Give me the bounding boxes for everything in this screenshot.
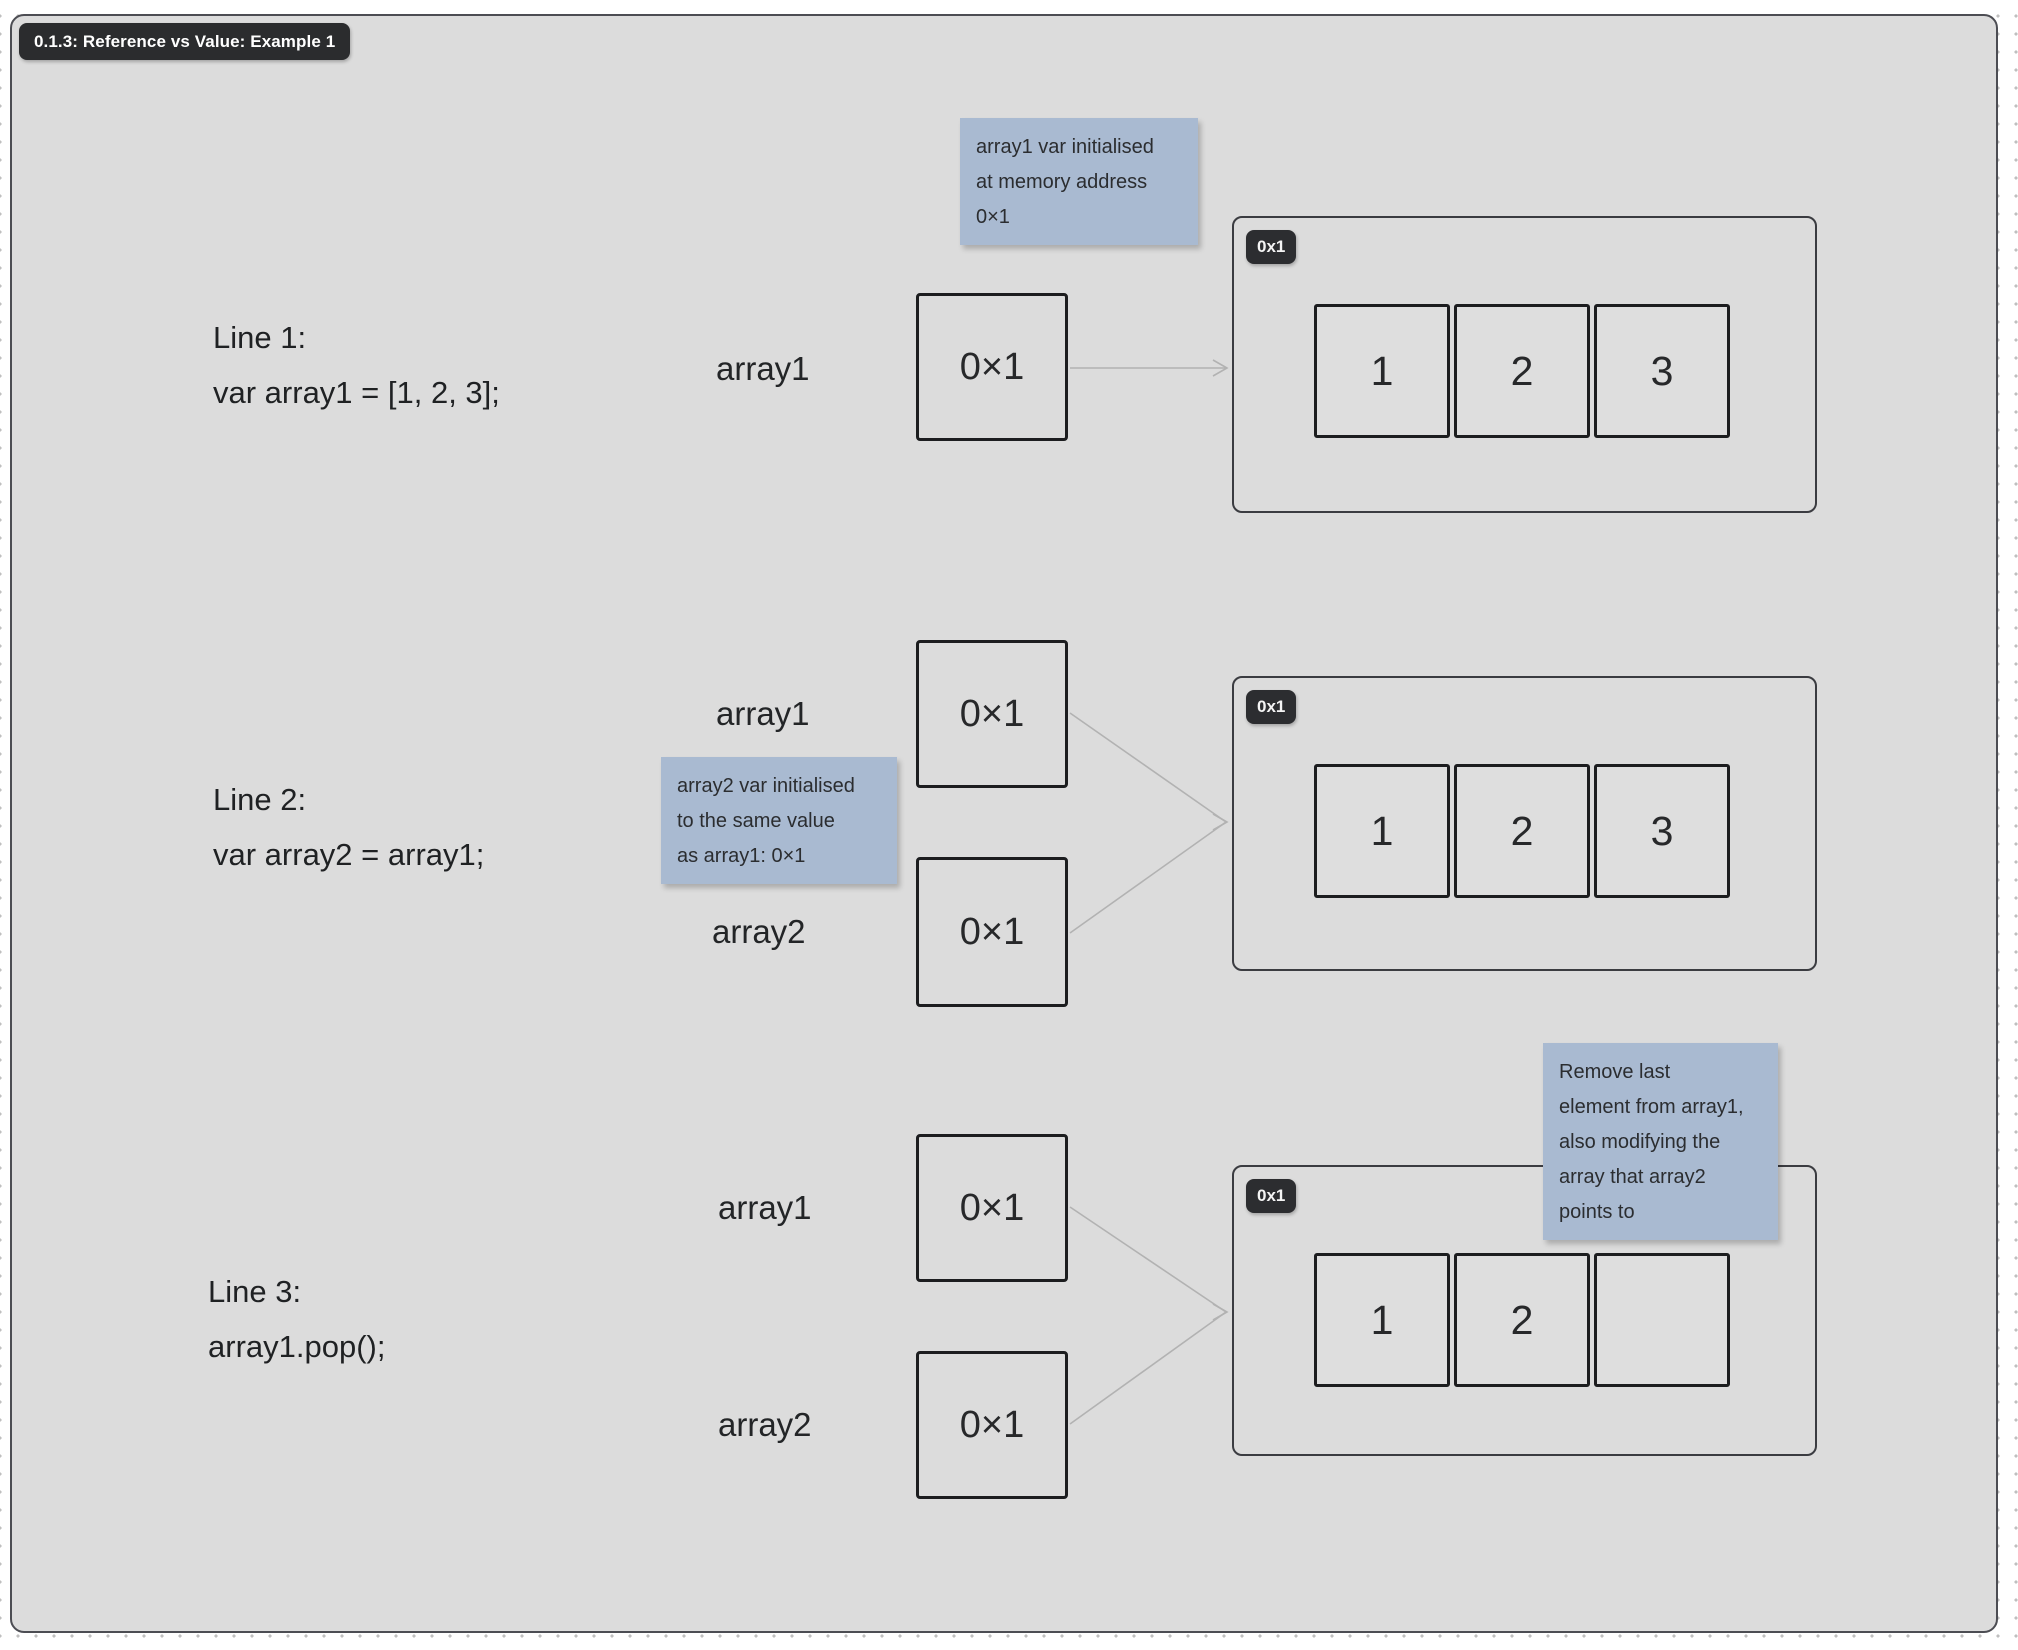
- note-line: points to: [1559, 1201, 1635, 1223]
- pointer-box-array1[interactable]: 0×1: [916, 640, 1068, 788]
- note-line: array1 var initialised: [976, 136, 1154, 158]
- array-cell[interactable]: 3: [1594, 764, 1730, 898]
- pointer-value: 0×1: [959, 1186, 1025, 1229]
- cell-value: 3: [1650, 807, 1674, 854]
- annotation-note[interactable]: Remove last element from array1, also mo…: [1543, 1043, 1778, 1240]
- pointer-value: 0×1: [959, 345, 1025, 388]
- code-line[interactable]: var array2 = array1;: [213, 837, 485, 872]
- code-line[interactable]: var array1 = [1, 2, 3];: [213, 375, 500, 410]
- pointer-value: 0×1: [959, 1403, 1025, 1446]
- cell-value: 1: [1370, 807, 1394, 854]
- array-cells: 1 2 3: [1314, 304, 1730, 438]
- pointer-value: 0×1: [959, 692, 1025, 735]
- note-line: element from array1,: [1559, 1096, 1744, 1118]
- note-line: 0×1: [976, 206, 1010, 228]
- array-cells: 1 2 3: [1314, 764, 1730, 898]
- array-cell[interactable]: [1594, 1253, 1730, 1387]
- pointer-box-array2[interactable]: 0×1: [916, 857, 1068, 1007]
- memory-address-badge: 0x1: [1246, 1179, 1297, 1213]
- variable-label-array1[interactable]: array1: [718, 1189, 812, 1226]
- code-line-label[interactable]: Line 3:: [208, 1274, 302, 1309]
- code-line-label[interactable]: Line 2:: [213, 782, 307, 817]
- cell-value: 1: [1370, 1296, 1394, 1343]
- pointer-value: 0×1: [959, 910, 1025, 953]
- memory-container[interactable]: 0x1 1 2 3: [1232, 216, 1817, 513]
- array-cell[interactable]: 3: [1594, 304, 1730, 438]
- pointer-box-array1[interactable]: 0×1: [916, 293, 1068, 441]
- cell-value: 3: [1650, 347, 1674, 394]
- annotation-note[interactable]: array2 var initialised to the same value…: [661, 757, 897, 884]
- array-cell[interactable]: 2: [1454, 304, 1590, 438]
- array-cells: 1 2: [1314, 1253, 1730, 1387]
- note-line: also modifying the: [1559, 1131, 1721, 1153]
- variable-label-array2[interactable]: array2: [712, 913, 806, 950]
- note-line: array2 var initialised: [677, 775, 855, 797]
- variable-label-array1[interactable]: array1: [716, 350, 810, 387]
- note-line: at memory address: [976, 171, 1148, 193]
- variable-label-array1[interactable]: array1: [716, 695, 810, 732]
- memory-address-badge: 0x1: [1246, 230, 1297, 264]
- array-cell[interactable]: 2: [1454, 764, 1590, 898]
- array-cell[interactable]: 1: [1314, 304, 1450, 438]
- array-cell[interactable]: 2: [1454, 1253, 1590, 1387]
- note-line: to the same value: [677, 810, 835, 832]
- note-line: Remove last: [1559, 1061, 1671, 1083]
- code-line-label[interactable]: Line 1:: [213, 320, 307, 355]
- cell-value: 2: [1510, 1296, 1534, 1343]
- note-line: array that array2: [1559, 1166, 1706, 1188]
- annotation-note[interactable]: array1 var initialised at memory address…: [960, 118, 1198, 245]
- array-cell[interactable]: 1: [1314, 1253, 1450, 1387]
- code-line[interactable]: array1.pop();: [208, 1329, 386, 1364]
- cell-value: 2: [1510, 347, 1534, 394]
- variable-label-array2[interactable]: array2: [718, 1406, 812, 1443]
- pointer-box-array2[interactable]: 0×1: [916, 1351, 1068, 1499]
- pointer-box-array1[interactable]: 0×1: [916, 1134, 1068, 1282]
- memory-address-badge: 0x1: [1246, 690, 1297, 724]
- frame-title-badge[interactable]: 0.1.3: Reference vs Value: Example 1: [19, 23, 351, 60]
- array-cell[interactable]: 1: [1314, 764, 1450, 898]
- memory-container[interactable]: 0x1 1 2: [1232, 1165, 1817, 1456]
- note-line: as array1: 0×1: [677, 845, 806, 867]
- memory-container[interactable]: 0x1 1 2 3: [1232, 676, 1817, 971]
- cell-value: 2: [1510, 807, 1534, 854]
- cell-value: 1: [1370, 347, 1394, 394]
